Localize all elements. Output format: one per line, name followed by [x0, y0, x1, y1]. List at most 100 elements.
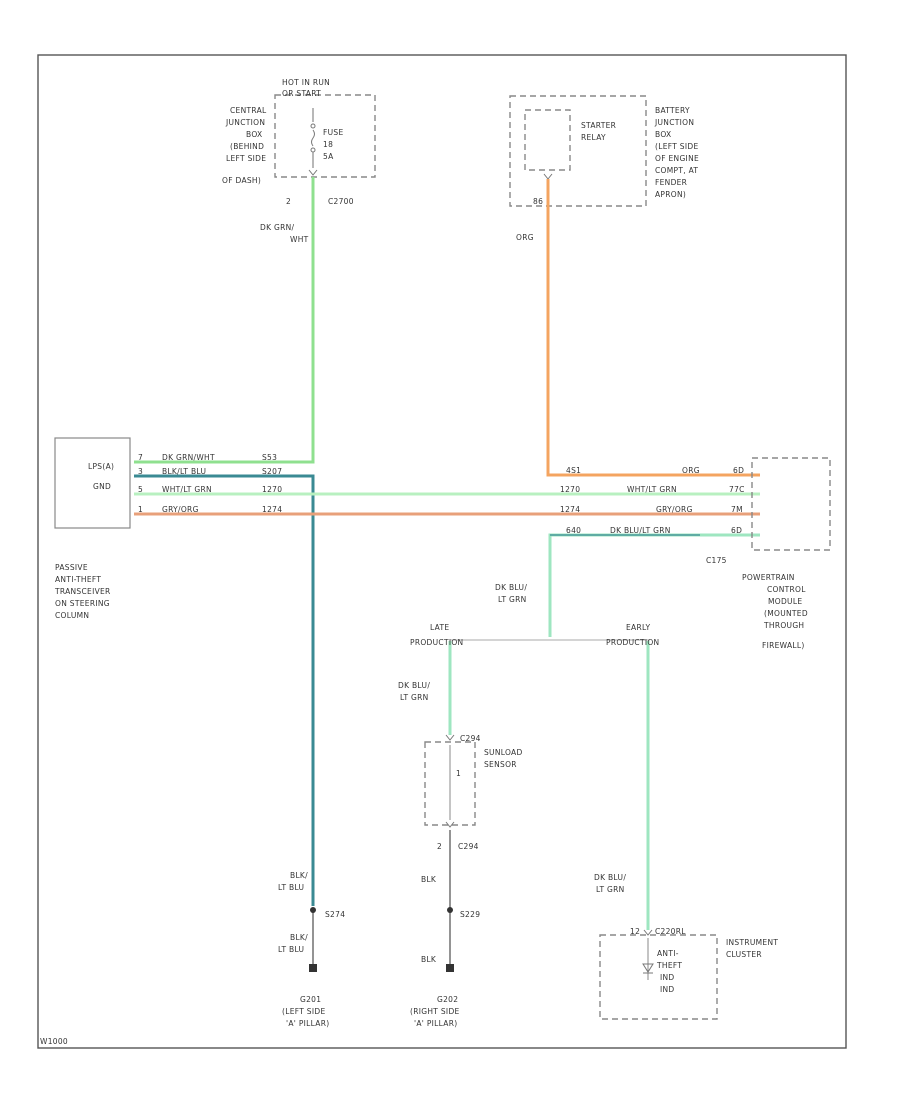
late-production-2: PRODUCTION — [410, 638, 463, 647]
transceiver-desc-4: ON STEERING — [55, 599, 110, 608]
pcm-pin-0: 6D — [733, 466, 744, 475]
instrument-cluster-outline — [599, 934, 718, 1020]
transceiver-desc-1: PASSIVE — [55, 563, 88, 572]
pcm-desc-6: FIREWALL) — [762, 641, 805, 650]
starter-relay-line1: STARTER — [581, 121, 616, 130]
early-production-2: PRODUCTION — [606, 638, 659, 647]
trans-circ-1: S207 — [262, 467, 282, 476]
pcm-desc-2: CONTROL — [767, 585, 806, 594]
s229-splice-dot — [447, 907, 453, 913]
dk-grn-wht-label-2: WHT — [290, 235, 309, 244]
c294-bot-label: C294 — [458, 842, 479, 851]
transceiver-desc-3: TRANSCEIVER — [54, 587, 111, 596]
trans-pin-5: 5 — [138, 485, 143, 494]
central-jb-line2: JUNCTION — [225, 118, 265, 127]
pcm-circ-3: 640 — [566, 526, 581, 535]
c294-top-label: C294 — [460, 734, 481, 743]
pcm-outline — [751, 457, 831, 551]
s274-label: S274 — [325, 910, 345, 919]
trans-circ-3: 1274 — [262, 505, 282, 514]
central-jb-line1: CENTRAL — [230, 106, 267, 115]
central-junction-box: HOT IN RUN OR START CENTRAL JUNCTION BOX… — [222, 78, 376, 206]
c175-label: C175 — [706, 556, 727, 565]
pcm-color-2: GRY/ORG — [656, 505, 693, 514]
pcm-circ-1: 1270 — [560, 485, 580, 494]
battery-jb-line1: BATTERY — [655, 106, 690, 115]
late-production-1: LATE — [430, 623, 449, 632]
pcm-color-3: DK BLU/LT GRN — [610, 526, 671, 535]
dk-blu-lt-grn-left-2: LT GRN — [400, 693, 429, 702]
central-junction-box-outline — [274, 94, 376, 178]
fuse-label: FUSE — [323, 128, 344, 137]
g201-line1: G201 — [300, 995, 321, 1004]
blk-lt-blu-a-1: BLK/ — [290, 871, 308, 880]
trans-color-1: BLK/LT BLU — [162, 467, 206, 476]
diagram-frame — [37, 54, 847, 1049]
powertrain-control-module: 4S1 ORG 6D 1270 WHT/LT GRN 77C 1274 GRY/… — [560, 457, 831, 650]
anti-theft-ind-3: IND — [660, 973, 675, 982]
dk-blu-lt-grn-mid-2: LT GRN — [498, 595, 527, 604]
battery-jb-line2: JUNCTION — [654, 118, 694, 127]
blk-mid-label: BLK — [421, 875, 437, 884]
trans-pin-7: 7 — [138, 453, 143, 462]
trans-circ-2: 1270 — [262, 485, 282, 494]
sunload-line1: SUNLOAD — [484, 748, 523, 757]
trans-pin-1: 1 — [138, 505, 143, 514]
fuse-number: 18 — [323, 140, 333, 149]
pin-2b-label: 2 — [437, 842, 442, 851]
transceiver-gnd: GND — [93, 482, 111, 491]
pin-1-label: 1 — [456, 769, 461, 778]
footer-code: W1000 — [40, 1037, 68, 1046]
org-top-label: ORG — [516, 233, 534, 242]
battery-junction-box-outline — [509, 95, 647, 207]
blk-lt-blu-b-2: LT BLU — [278, 945, 304, 954]
g202-line3: 'A' PILLAR) — [414, 1019, 457, 1028]
g201-line2: (LEFT SIDE — [282, 1007, 325, 1016]
instrument-cluster-line1: INSTRUMENT — [726, 938, 778, 947]
central-jb-line6: OF DASH) — [222, 176, 261, 185]
hot-in-run-line1: HOT IN RUN — [282, 78, 330, 87]
trans-pin-3: 3 — [138, 467, 143, 476]
s229-label: S229 — [460, 910, 480, 919]
pcm-circ-0: 4S1 — [566, 466, 581, 475]
blk-bot-label: BLK — [421, 955, 437, 964]
pcm-color-0: ORG — [682, 466, 700, 475]
g201-ground-symbol — [309, 964, 317, 972]
battery-jb-line5: OF ENGINE — [655, 154, 699, 163]
transceiver-outline — [54, 437, 131, 529]
pin-2-label: 2 — [286, 197, 291, 206]
g202-ground-symbol — [446, 964, 454, 972]
trans-color-0: DK GRN/WHT — [162, 453, 215, 462]
pcm-desc-4: (MOUNTED — [764, 609, 808, 618]
s274-splice-dot — [310, 907, 316, 913]
g202-line2: (RIGHT SIDE — [410, 1007, 460, 1016]
sunload-sensor: DK BLU/ LT GRN C294 1 SUNLOAD SENSOR 2 C… — [398, 681, 523, 1028]
pcm-pin-2: 7M — [731, 505, 743, 514]
wire-blk-lt-blu — [134, 474, 315, 906]
dk-blu-lt-grn-left-1: DK BLU/ — [398, 681, 430, 690]
dk-blu-lt-grn-right-1: DK BLU/ — [594, 873, 626, 882]
pcm-desc-1: POWERTRAIN — [742, 573, 795, 582]
hot-in-run-line2: OR START — [282, 89, 321, 98]
g201-ground: BLK/ LT BLU S274 BLK/ LT BLU G201 (LEFT … — [278, 871, 345, 1028]
pcm-pin-1: 77C — [729, 485, 745, 494]
passive-anti-theft-transceiver: LPS(A) GND PASSIVE ANTI-THEFT TRANSCEIVE… — [54, 437, 282, 620]
wire-dk-blu-lt-grn-pcm — [548, 533, 760, 637]
c2700-label: C2700 — [328, 197, 354, 206]
instrument-cluster-line2: CLUSTER — [726, 950, 762, 959]
pcm-pin-3: 6D — [731, 526, 742, 535]
pcm-desc-3: MODULE — [768, 597, 802, 606]
wire-dk-grn-wht — [134, 177, 315, 464]
c220rl-label: C220RL — [655, 927, 686, 936]
battery-junction-box: STARTER RELAY BATTERY JUNCTION BOX (LEFT… — [509, 95, 699, 207]
anti-theft-ind-2: THEFT — [656, 961, 682, 970]
pcm-circ-2: 1274 — [560, 505, 580, 514]
trans-color-3: GRY/ORG — [162, 505, 199, 514]
battery-jb-line8: APRON) — [655, 190, 686, 199]
g201-line3: 'A' PILLAR) — [286, 1019, 329, 1028]
starter-relay-line2: RELAY — [581, 133, 606, 142]
pin-86-label: 86 — [533, 197, 543, 206]
battery-jb-line6: COMPT, AT — [655, 166, 698, 175]
pin-12-label: 12 — [630, 927, 640, 936]
